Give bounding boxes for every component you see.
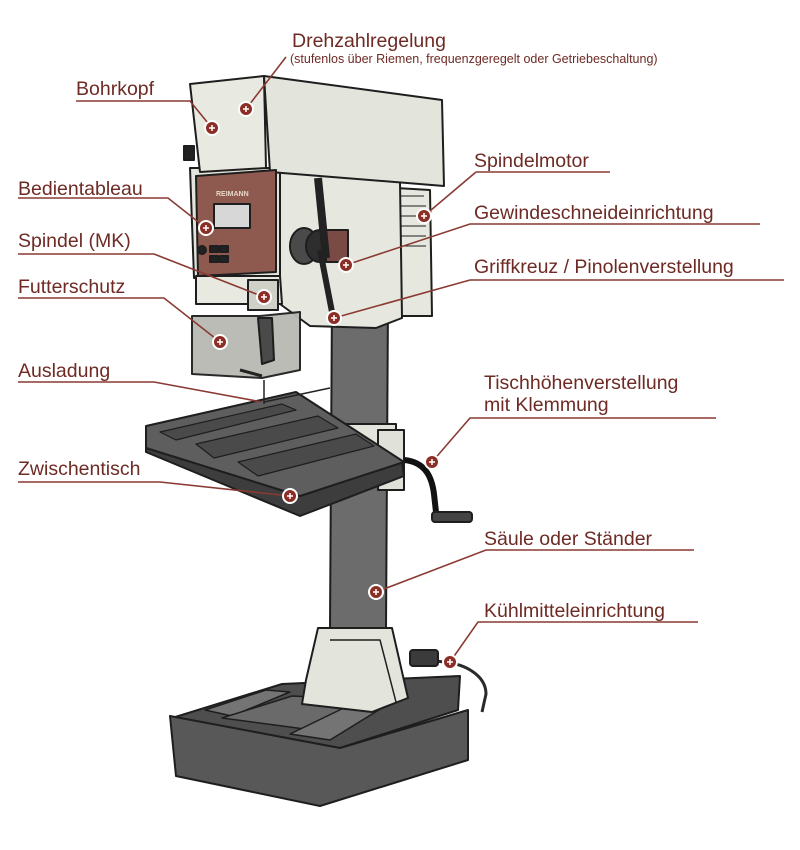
marker-tischhoehe[interactable] bbox=[425, 455, 439, 469]
marker-spindel[interactable] bbox=[257, 290, 271, 304]
leader-kuehlmittel bbox=[450, 622, 698, 662]
marker-zwischentisch[interactable] bbox=[283, 489, 297, 503]
label-gewinde: Gewindeschneideinrichtung bbox=[474, 202, 714, 224]
panel-display bbox=[214, 204, 250, 228]
marker-bedientableau[interactable] bbox=[199, 221, 213, 235]
marker-kuehlmittel[interactable] bbox=[443, 655, 457, 669]
label-bedientableau: Bedientableau bbox=[18, 178, 143, 200]
marker-gewinde[interactable] bbox=[339, 258, 353, 272]
label-ausladung: Ausladung bbox=[18, 360, 110, 382]
belt-housing-front bbox=[190, 76, 266, 172]
label-kuehlmittel: Kühlmitteleinrichtung bbox=[484, 600, 665, 622]
marker-spindelmotor[interactable] bbox=[417, 209, 431, 223]
label-bohrkopf: Bohrkopf bbox=[76, 78, 154, 100]
leader-tischhoehe bbox=[432, 418, 716, 462]
leader-saeule bbox=[376, 550, 694, 592]
marker-drehzahl[interactable] bbox=[239, 102, 253, 116]
coolant-pump bbox=[410, 650, 438, 666]
crank-handle bbox=[432, 512, 472, 522]
label-griffkreuz: Griffkreuz / Pinolenverstellung bbox=[474, 256, 734, 278]
leader-futterschutz bbox=[18, 298, 220, 342]
chuck-guard bbox=[192, 312, 300, 378]
label-tischhoehe-1: Tischhöhenverstellung bbox=[484, 372, 678, 394]
side-switch bbox=[184, 146, 194, 160]
label-zwischentisch: Zwischentisch bbox=[18, 458, 140, 480]
marker-bohrkopf[interactable] bbox=[205, 121, 219, 135]
label-spindelmotor: Spindelmotor bbox=[474, 150, 589, 172]
label-saeule: Säule oder Ständer bbox=[484, 528, 652, 550]
marker-saeule[interactable] bbox=[369, 585, 383, 599]
label-tischhoehe-2: mit Klemmung bbox=[484, 394, 609, 416]
brand-text: REIMANN bbox=[216, 191, 249, 198]
label-spindel: Spindel (MK) bbox=[18, 230, 131, 252]
leader-ausladung bbox=[18, 382, 262, 402]
marker-griffkreuz[interactable] bbox=[327, 311, 341, 325]
leader-bedientableau bbox=[18, 198, 206, 228]
label-futterschutz: Futterschutz bbox=[18, 276, 125, 298]
marker-futterschutz[interactable] bbox=[213, 335, 227, 349]
belt-housing-top bbox=[264, 76, 444, 186]
label-drehzahl-sub: (stufenlos über Riemen, frequenzgeregelt… bbox=[290, 52, 658, 66]
label-drehzahl: Drehzahlregelung bbox=[292, 30, 446, 52]
